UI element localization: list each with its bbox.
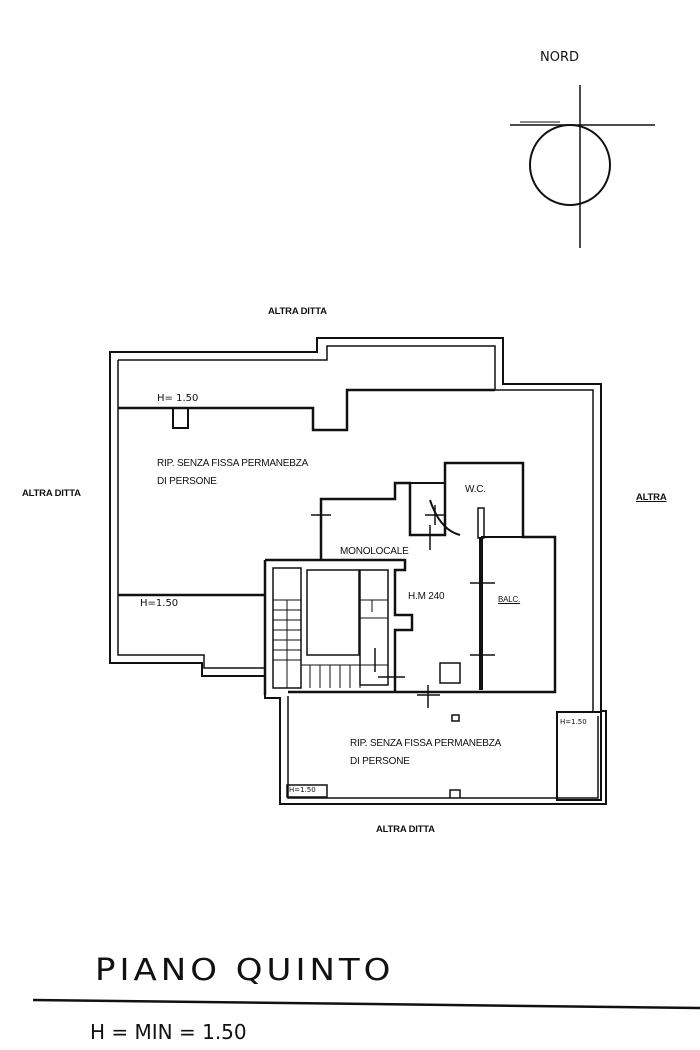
room-monolocale: MONOLOCALE [340,546,409,557]
neighbor-right: ALTRA [636,492,667,503]
neighbor-bottom: ALTRA DITTA [376,824,435,835]
stair-block [265,558,414,692]
neighbor-top: ALTRA DITTA [268,306,327,317]
room-storage-bottom-line2: DI PERSONE [350,756,410,767]
compass-circle [529,124,611,206]
title-underline [32,998,700,1010]
height-mark-middle: H=1.50 [140,598,179,609]
outer-wall [109,337,607,805]
height-mark-right: H=1.50 [560,718,587,726]
outer-wall-inner [118,345,594,711]
wall-top-room [118,388,495,432]
floor-title: PIANO QUINTO [95,952,395,988]
neighbor-left: ALTRA DITTA [22,488,81,499]
height-mark-bottom-left: H=1.50 [289,786,316,794]
wall-monolocale [288,461,557,694]
right-closet [556,711,602,801]
chimney [439,662,461,684]
height-mark-top: H= 1.50 [157,393,199,404]
room-balcony: BALC. [498,595,521,604]
room-height-main: H.M 240 [408,591,445,602]
room-storage-bottom-line1: RIP. SENZA FISSA PERMANEBZA [350,738,502,749]
compass-label: NORD [540,50,579,65]
room-storage-top-line2: DI PERSONE [157,476,217,487]
room-wc: W.C. [465,484,486,495]
min-height-note: H = MIN = 1.50 [90,1020,247,1044]
room-storage-top-line1: RIP. SENZA FISSA PERMANEBZA [157,458,309,469]
